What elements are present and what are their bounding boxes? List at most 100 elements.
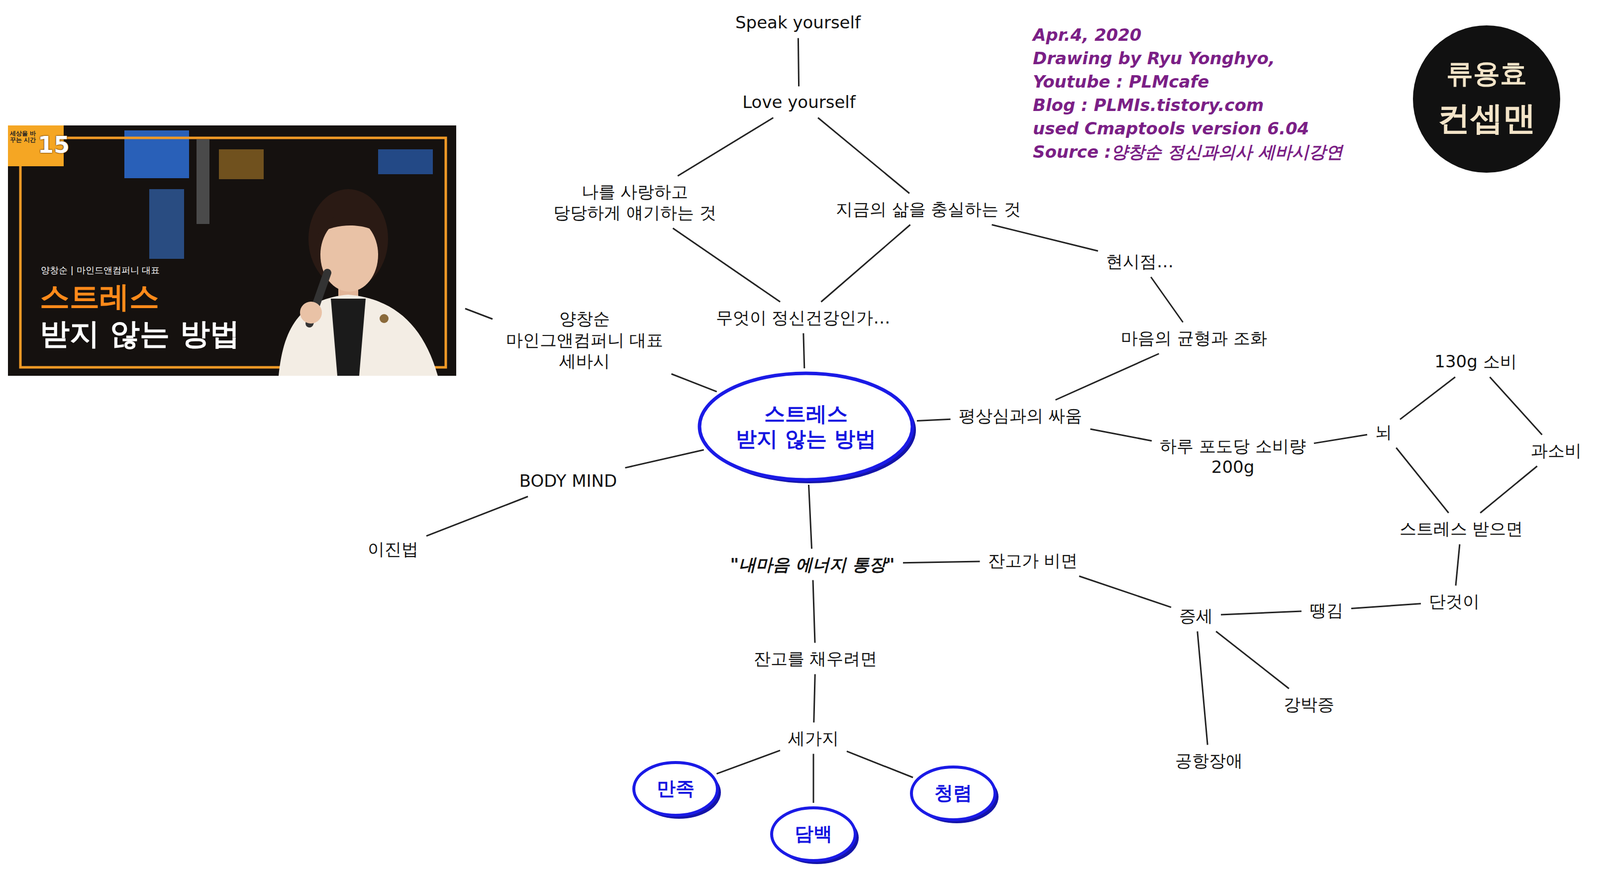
node-label: 무엇이 정신건강인가… (715, 306, 891, 329)
concept-text: 증세 (1177, 603, 1215, 628)
video-thumbnail (7, 125, 457, 376)
connector-line (1490, 377, 1543, 435)
node-label: 스트레스 받으면 (1399, 517, 1524, 540)
concept-text: BODY MIND (517, 469, 620, 493)
connector-line (1079, 576, 1172, 608)
connector-line (426, 496, 528, 536)
node-label: 뇌 (1375, 421, 1393, 443)
speaker-hand (300, 301, 322, 324)
connector-line (812, 753, 815, 803)
connector-line (1351, 603, 1421, 609)
concept-text: Love yourself (740, 90, 858, 114)
node-label: 증세 (1179, 604, 1213, 627)
credit-text: used Cmaptools version 6.04 (1032, 118, 1309, 139)
connector-line (1055, 353, 1159, 400)
text-line: 받지 않는 방법 (735, 426, 876, 452)
stage-glyph (196, 139, 210, 224)
badge-text: 세상을 바꾸는 시간 (9, 130, 37, 144)
concept-text: 단것이 (1426, 589, 1482, 613)
text-line: 200g (1159, 456, 1306, 478)
concept-text: 잔고를 채우려면 (751, 646, 880, 671)
speaker-face (320, 217, 379, 292)
concept-text: Speak yourself (733, 10, 863, 35)
node-label: BODY MIND (519, 470, 617, 492)
node-label: Speak yourself (735, 11, 861, 34)
value-ellipse: 만족 (630, 759, 721, 818)
ellipse-border (699, 373, 913, 480)
concept-text: "내마음 에너지 통장" (727, 552, 898, 577)
thumbnail-title: 스트레스 (39, 278, 160, 315)
concept-text: 땡김 (1307, 598, 1346, 622)
text-line: 마인그앤컴퍼니 대표 (505, 329, 664, 351)
node-label: Love yourself (742, 91, 856, 113)
node-label: 하루 포도당 소비량 200g (1159, 435, 1306, 478)
connector-line (808, 484, 812, 549)
node-label: 스트레스 받지 않는 방법 (735, 401, 876, 452)
node-label: 양창순 마인그앤컴퍼니 대표 세바시 (505, 307, 664, 372)
value-ellipse: 담백 (768, 804, 859, 864)
text-line: 당당하게 얘기하는 것 (553, 201, 717, 224)
connector-line (812, 580, 815, 643)
connector-line (1455, 544, 1460, 586)
node-label: 만족 (656, 776, 695, 801)
connector-line (817, 117, 910, 194)
node-label: 잔고를 채우려면 (753, 647, 878, 670)
connector-line (1090, 428, 1153, 441)
connector-line (803, 333, 805, 369)
concept-text: 마음의 균형과 조화 (1118, 326, 1270, 350)
speaker-caption: 양창순 | 마인드앤컴퍼니 대표 (40, 264, 160, 276)
node-label: 담백 (794, 821, 833, 846)
speaker-top (330, 298, 366, 376)
connector-line (672, 228, 781, 302)
connector-line (1197, 631, 1208, 745)
concept-text: 평상심과의 싸움 (956, 403, 1085, 428)
stage-light (149, 189, 185, 259)
node-label: "내마음 에너지 통장" (729, 553, 895, 576)
concept-text: 양창순 마인그앤컴퍼니 대표 세바시 (503, 306, 666, 373)
node-label: 지금의 삶을 충실하는 것 (835, 198, 1021, 220)
connector-line (916, 418, 951, 421)
node-label: 청렴 (934, 781, 973, 805)
node-label: 이진법 (367, 538, 419, 560)
concept-text: 지금의 삶을 충실하는 것 (833, 197, 1024, 221)
node-label: 공항장애 (1175, 749, 1243, 772)
credit-text: Youtube : PLMcafe (1032, 71, 1209, 93)
connector-line (677, 117, 774, 177)
connector-line (716, 750, 781, 774)
brooch (379, 313, 389, 323)
logo-text: 류용효 (1446, 57, 1527, 91)
speaker-fringe (318, 213, 380, 234)
ellipse-border (771, 807, 856, 861)
connector-line (992, 224, 1099, 252)
text-line: 스트레스 (735, 401, 876, 427)
credit-text: Apr.4, 2020 (1032, 24, 1142, 46)
concept-text: 과소비 (1528, 438, 1584, 463)
node-label: 나를 사랑하고 당당하게 얘기하는 것 (553, 181, 717, 224)
concept-text: 나를 사랑하고 당당하게 얘기하는 것 (551, 180, 719, 225)
text-line: 나를 사랑하고 (553, 181, 717, 203)
connector-line (1400, 377, 1456, 420)
concept-text: 무엇이 정신건강인가… (713, 305, 893, 330)
node-label: 평상심과의 싸움 (958, 404, 1083, 427)
connector-line (1480, 466, 1537, 513)
badge-number: 15 (37, 131, 70, 159)
concept-text: 강박증 (1281, 692, 1337, 716)
speaker-jacket (278, 294, 438, 376)
connector-line (798, 38, 799, 87)
connector-line (902, 561, 981, 563)
node-label: 마음의 균형과 조화 (1120, 327, 1268, 349)
concept-text: 잔고가 비면 (986, 548, 1081, 573)
concept-text: 현시점… (1103, 249, 1176, 274)
credit-text: Drawing by Ryu Yonghyo, (1032, 48, 1276, 69)
logo-text: 컨셉맨 (1437, 98, 1536, 138)
concept-text: 130g 소비 (1432, 349, 1519, 374)
credit-text: Source :양창순 정신과의사 세바시강연 (1032, 141, 1343, 163)
connector-line (820, 224, 910, 302)
concept-text: 세가지 (786, 726, 841, 750)
text-line: 양창순 (505, 307, 664, 330)
concept-text: 하루 포도당 소비량 200g (1157, 434, 1308, 479)
ellipse-border (633, 762, 718, 815)
connector-line (813, 674, 815, 723)
node-label: 현시점… (1105, 250, 1174, 273)
node-label: 130g 소비 (1434, 350, 1517, 373)
